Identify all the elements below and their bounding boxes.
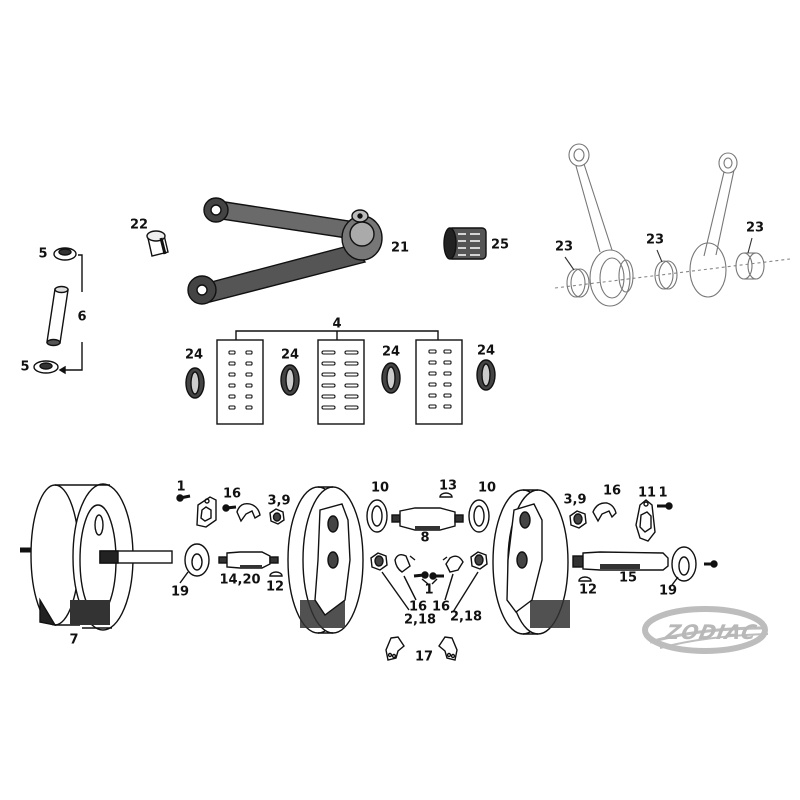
part-number-label: 17 <box>414 649 434 665</box>
part-number-label: 1 <box>176 479 186 495</box>
part-number-label: 7 <box>69 632 79 648</box>
woodruff-key-icon <box>578 576 592 582</box>
leader-line <box>78 254 83 292</box>
part-number-label: 6 <box>77 309 87 325</box>
part-number-label: 2,18 <box>449 609 483 625</box>
part-number-label: 24 <box>280 347 300 363</box>
rod-bearing-icon <box>654 260 674 290</box>
lock-tab-icon <box>385 636 405 661</box>
part-number-label: 5 <box>20 359 30 375</box>
part-number-label: 22 <box>129 217 149 233</box>
roller-set-box <box>415 339 463 425</box>
part-number-label: 16 <box>408 599 428 615</box>
part-number-label: 13 <box>438 478 458 494</box>
part-number-label: 16 <box>602 483 622 499</box>
piston-pin-icon <box>46 285 69 347</box>
part-number-label: 3,9 <box>267 493 291 509</box>
key-lock-icon <box>236 502 261 523</box>
leader-lines <box>381 571 479 613</box>
part-number-label: 21 <box>390 240 410 256</box>
woodruff-key-icon <box>439 492 453 498</box>
screw-icon <box>657 502 673 510</box>
key-lock-icon <box>592 502 617 523</box>
lock-plate-icon <box>196 496 217 528</box>
roller-cage-icon <box>280 364 300 396</box>
sprocket-shaft-icon <box>572 551 669 571</box>
part-number-label: 19 <box>170 584 190 600</box>
part-number-label: 24 <box>184 347 204 363</box>
thrust-washer-icon <box>366 499 388 533</box>
connecting-rods-modern-icon <box>554 143 791 307</box>
zodiac-logo-text: ZODIAC <box>663 620 760 644</box>
key-lock-icon <box>442 555 464 573</box>
crank-pin-icon <box>391 507 464 531</box>
thrust-washer-icon <box>468 499 490 533</box>
part-number-label: 23 <box>645 232 665 248</box>
part-number-label: 14,20 <box>219 572 261 588</box>
zodiac-logo <box>642 606 769 654</box>
flywheel-icon <box>287 486 364 634</box>
part-number-label: 24 <box>476 343 496 359</box>
screw-icon <box>176 494 191 502</box>
bushing-icon <box>146 230 169 257</box>
nut-icon <box>370 552 388 571</box>
roller-cage-icon <box>476 359 496 391</box>
part-number-label: 23 <box>745 220 765 236</box>
crank-pin-icon <box>218 551 279 569</box>
arrow-head <box>58 365 66 375</box>
part-number-label: 16 <box>222 486 242 502</box>
rod-bearing-icon <box>735 252 753 280</box>
lock-tab-icon <box>438 636 458 661</box>
screw-icon <box>704 560 718 568</box>
key-lock-icon <box>394 553 416 573</box>
part-number-label: 8 <box>420 530 430 546</box>
nut-icon <box>269 508 285 525</box>
nut-icon <box>470 551 488 570</box>
leader-line <box>62 342 83 371</box>
roller-cage-icon <box>185 367 205 399</box>
screw-icon <box>413 571 429 579</box>
part-number-label: 16 <box>431 599 451 615</box>
part-number-label: 2,18 <box>403 612 437 628</box>
screw-icon <box>429 572 444 580</box>
part-number-label: 5 <box>38 246 48 262</box>
piston-pin-clip-icon <box>33 360 59 374</box>
leader-line <box>179 571 189 584</box>
roller-bearing-icon <box>443 227 487 260</box>
leader-line <box>671 576 679 586</box>
piston-pin-clip-icon <box>53 247 77 261</box>
screw-icon <box>222 504 237 512</box>
part-number-label: 15 <box>618 570 638 586</box>
part-number-label: 23 <box>554 239 574 255</box>
thrust-washer-icon <box>671 546 697 582</box>
part-number-label: 12 <box>265 579 285 595</box>
roller-set-box <box>216 339 264 425</box>
roller-pins <box>228 349 452 410</box>
part-number-label: 4 <box>332 316 342 332</box>
part-number-label: 19 <box>658 583 678 599</box>
woodruff-key-icon <box>269 571 283 577</box>
fork-blade-rod-assembly-icon <box>187 197 383 305</box>
part-number-label: 10 <box>370 480 390 496</box>
nut-icon <box>569 510 587 529</box>
part-number-label: 1 <box>424 582 434 598</box>
part-number-label: 10 <box>477 480 497 496</box>
lock-plate-icon <box>635 499 656 542</box>
thrust-washer-icon <box>184 543 210 577</box>
part-number-label: 25 <box>490 237 510 253</box>
part-number-label: 3,9 <box>563 492 587 508</box>
flywheel-icon <box>492 489 570 635</box>
part-number-label: 12 <box>578 582 598 598</box>
flywheel-assembly-icon <box>20 483 173 631</box>
roller-cage-icon <box>381 362 401 394</box>
part-number-label: 1 <box>658 485 668 501</box>
rod-bearing-icon <box>566 268 586 298</box>
part-number-label: 24 <box>381 344 401 360</box>
part-number-label: 11 <box>637 485 657 501</box>
